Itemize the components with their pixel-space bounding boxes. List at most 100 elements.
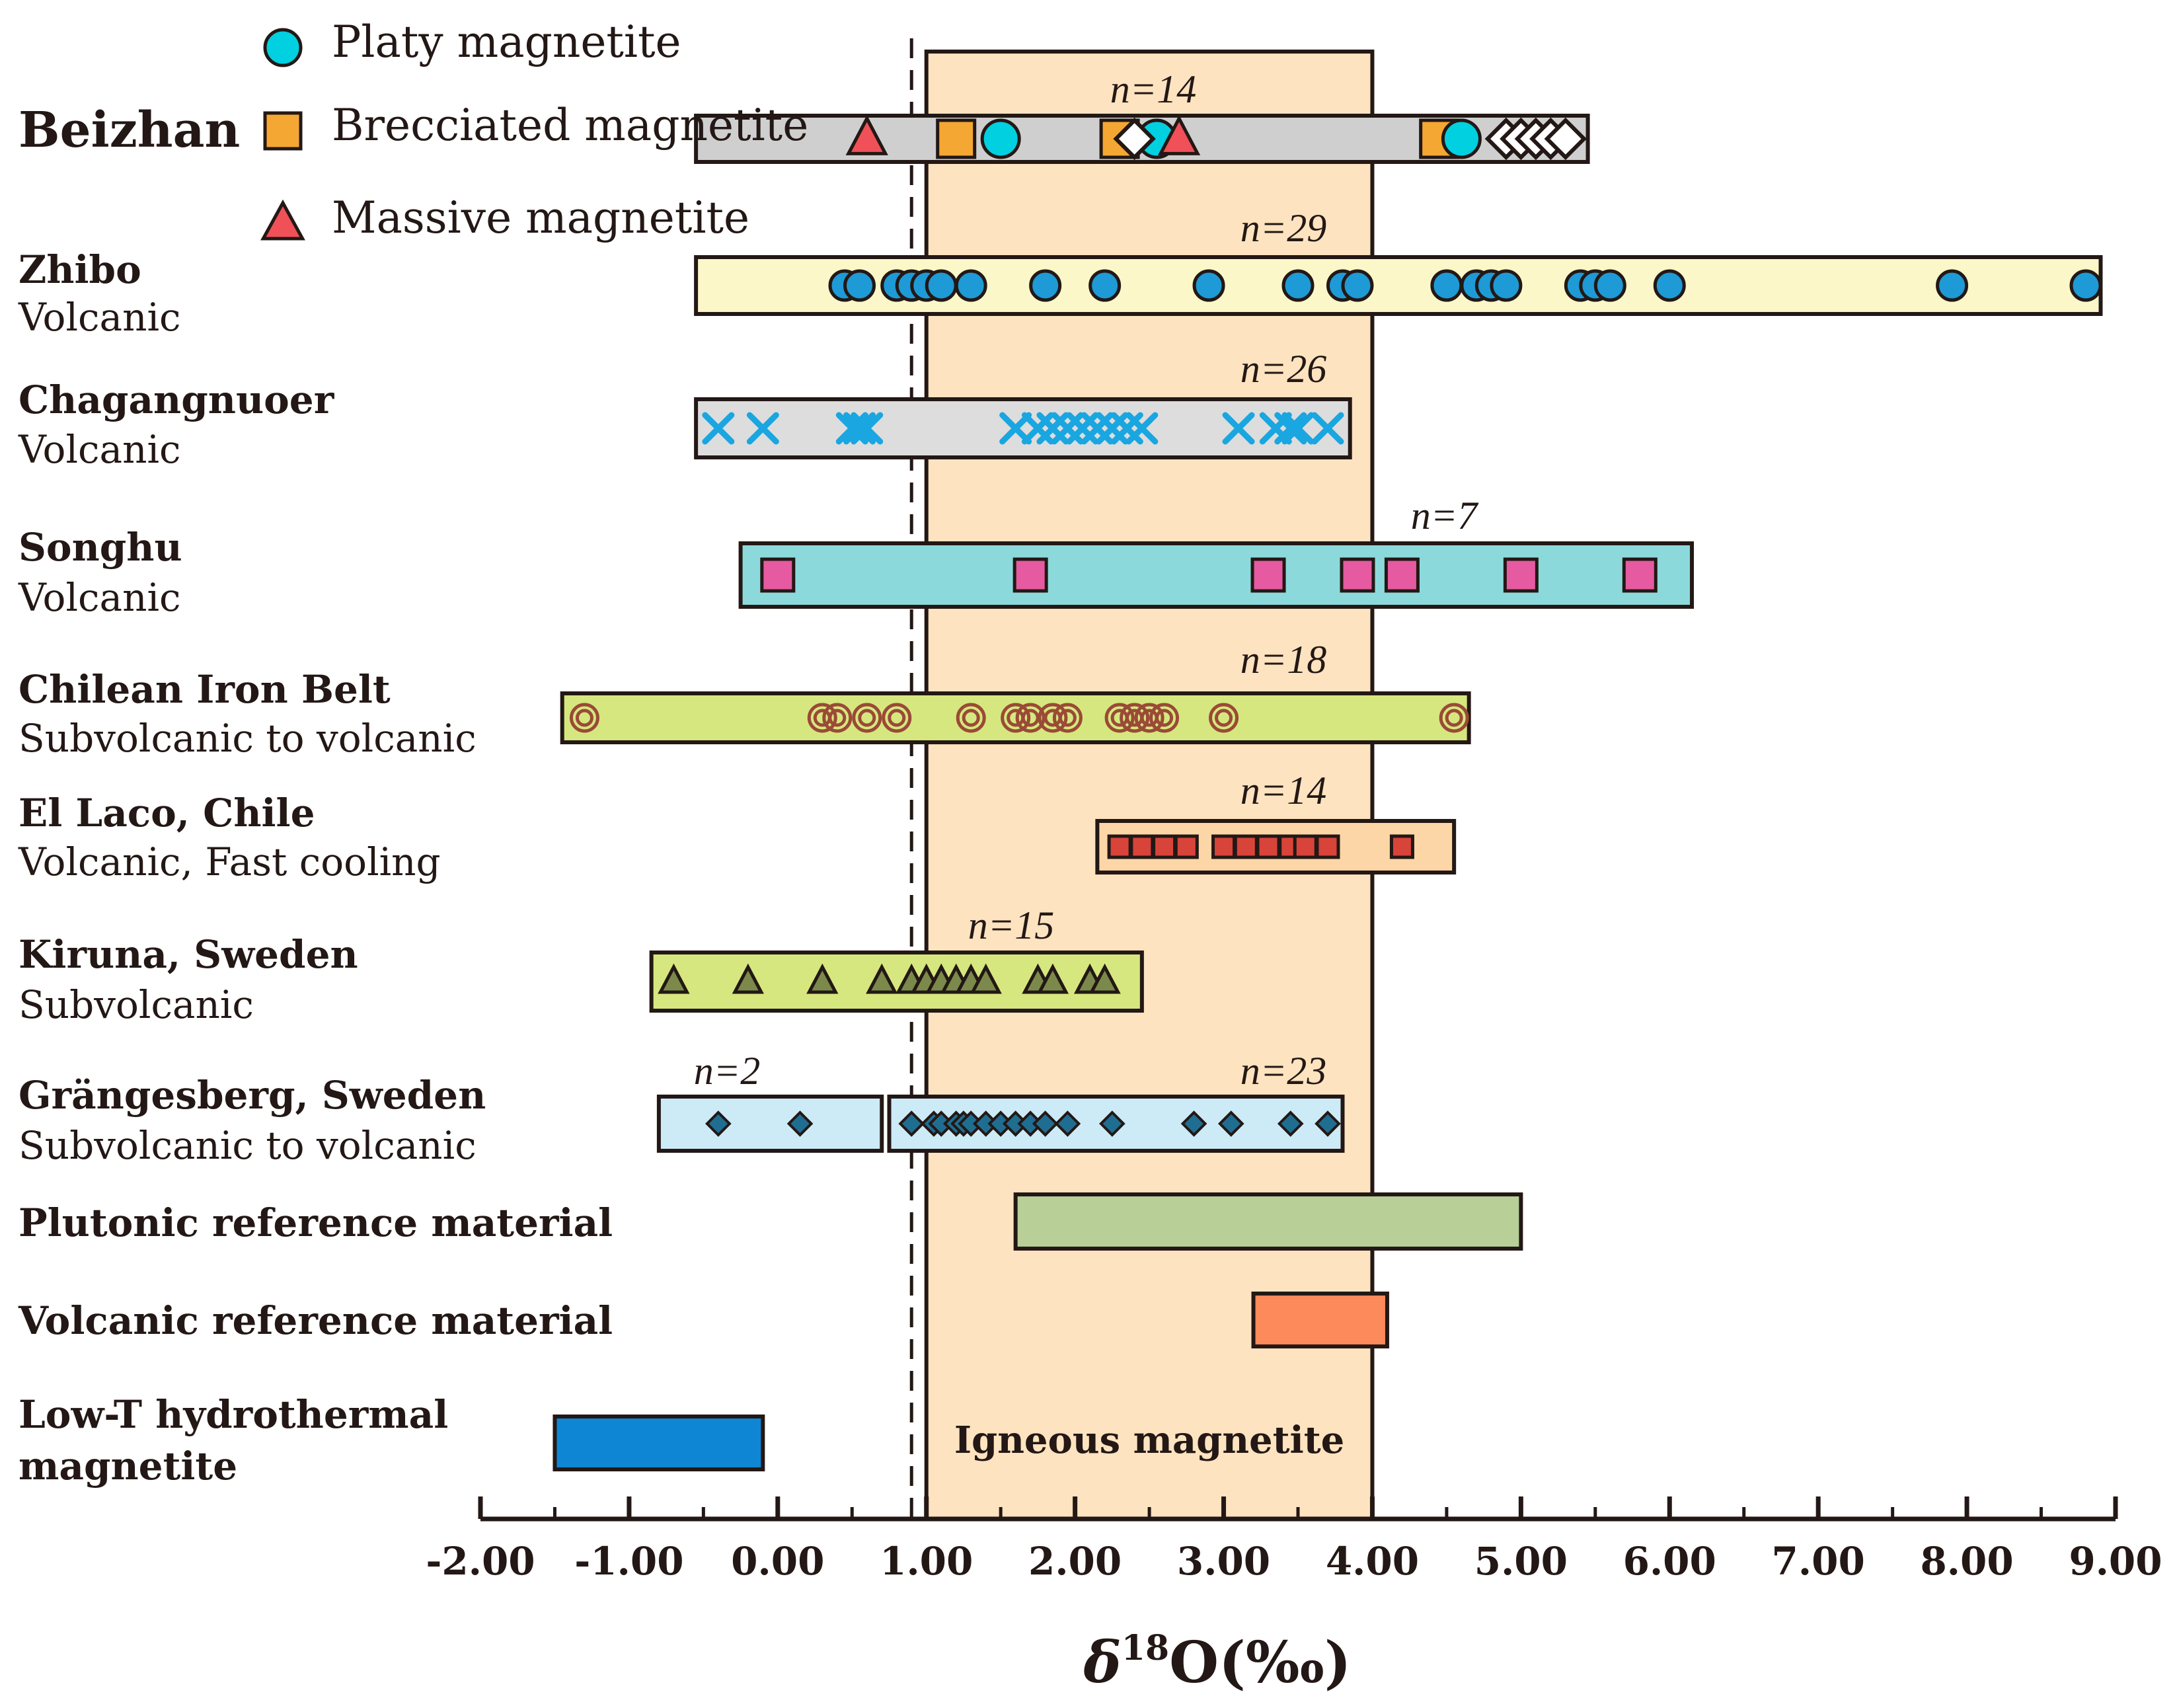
point-gr-ngesberg-sweden-b13 — [1180, 1110, 1207, 1137]
point-chagangnuoer-18-b — [1311, 412, 1344, 445]
point-chilean-iron-belt-13-inner — [1155, 709, 1174, 727]
point-chagangnuoer-17-b — [1281, 412, 1315, 445]
point-kiruna-sweden-2 — [806, 963, 839, 994]
point-beizhan-13 — [1544, 117, 1587, 161]
n-label-chilean-iron-belt: n=18 — [1240, 638, 1327, 681]
row-box-songhu — [738, 541, 1695, 609]
point-zhibo-12 — [1341, 269, 1374, 302]
point-chilean-iron-belt-15 — [1439, 703, 1469, 733]
point-chagangnuoer-0-b — [702, 412, 735, 445]
point-chilean-iron-belt-14 — [1209, 703, 1239, 733]
point-chilean-iron-belt-13 — [1149, 703, 1180, 733]
point-chilean-iron-belt-7-outer — [1015, 703, 1046, 733]
point-chagangnuoer-5-b — [999, 412, 1032, 445]
point-chilean-iron-belt-7 — [1015, 703, 1046, 733]
point-chilean-iron-belt-3 — [852, 703, 882, 733]
point-songhu-1 — [1012, 557, 1048, 593]
x-axis-title-sup: 18 — [1122, 1628, 1169, 1668]
point-beizhan-6 — [1157, 114, 1201, 155]
n-label-gr-ngesberg-sweden: n=2 — [694, 1049, 761, 1093]
point-el-laco-chile-3 — [1174, 834, 1199, 859]
point-zhibo-22 — [2069, 269, 2102, 302]
point-chilean-iron-belt-5-outer — [956, 703, 986, 733]
point-zhibo-20 — [1653, 269, 1686, 302]
point-beizhan-8 — [1441, 118, 1482, 159]
point-gr-ngesberg-sweden-0 — [705, 1110, 732, 1137]
point-songhu-6 — [1622, 557, 1658, 593]
point-chilean-iron-belt-11-outer — [1120, 703, 1150, 733]
point-chilean-iron-belt-5-inner — [962, 709, 980, 727]
point-chagangnuoer-5 — [999, 412, 1032, 445]
row-subtitle-gr-ngesberg-sweden: Subvolcanic to volcanic — [19, 1123, 477, 1168]
point-chagangnuoer-18 — [1311, 412, 1344, 445]
row-box-volcanic-reference-material — [1251, 1292, 1389, 1348]
point-chilean-iron-belt-15-inner — [1445, 709, 1463, 727]
point-zhibo-13 — [1430, 269, 1463, 302]
point-chilean-iron-belt-9-inner — [1058, 709, 1077, 727]
point-chilean-iron-belt-9 — [1052, 703, 1083, 733]
point-chilean-iron-belt-7-inner — [1021, 709, 1040, 727]
row-name-gr-ngesberg-sweden: Grängesberg, Sweden — [19, 1073, 486, 1118]
row-subtitle-kiruna-sweden: Subvolcanic — [19, 982, 254, 1027]
row-subtitle-el-laco-chile: Volcanic, Fast cooling — [18, 839, 441, 884]
x-tick-label-4: 2.00 — [1028, 1539, 1122, 1584]
n-label-el-laco-chile: n=14 — [1240, 769, 1327, 812]
point-chagangnuoer-0 — [702, 412, 735, 445]
x-tick-label-11: 9.00 — [2069, 1539, 2162, 1584]
point-gr-ngesberg-sweden-b0 — [898, 1110, 925, 1137]
point-beizhan-2 — [980, 118, 1021, 159]
point-zhibo-6 — [954, 269, 987, 302]
point-songhu-0 — [760, 557, 796, 593]
point-chilean-iron-belt-4-inner — [888, 709, 906, 727]
point-chagangnuoer-4-b — [851, 412, 884, 445]
point-chilean-iron-belt-2 — [822, 703, 853, 733]
x-tick-label-8: 6.00 — [1623, 1539, 1716, 1584]
point-chilean-iron-belt-2-outer — [822, 703, 853, 733]
point-el-laco-chile-9 — [1315, 834, 1340, 859]
point-el-laco-chile-4 — [1211, 834, 1237, 859]
point-zhibo-5 — [925, 269, 958, 302]
legend-marker-massive — [260, 199, 305, 241]
point-gr-ngesberg-sweden-b11 — [1054, 1110, 1081, 1137]
point-gr-ngesberg-sweden-b15 — [1277, 1110, 1304, 1137]
point-chilean-iron-belt-0-outer — [569, 703, 599, 733]
point-chagangnuoer-14 — [1222, 412, 1255, 445]
x-axis-title-tail: O(‰) — [1169, 1629, 1351, 1696]
point-el-laco-chile-10 — [1389, 834, 1414, 859]
n-label-kiruna-sweden: n=15 — [968, 904, 1055, 947]
point-zhibo-21 — [1936, 269, 1969, 302]
n-label-songhu: n=7 — [1411, 494, 1479, 537]
point-chilean-iron-belt-4-outer — [882, 703, 912, 733]
row-subtitle-chagangnuoer: Volcanic — [18, 427, 180, 472]
point-zhibo-10 — [1281, 269, 1315, 302]
point-chilean-iron-belt-1-outer — [807, 703, 837, 733]
row-name-zhibo: Zhibo — [19, 247, 141, 292]
point-chilean-iron-belt-12-outer — [1134, 703, 1164, 733]
row-subtitle-zhibo: Volcanic — [18, 295, 180, 340]
point-chagangnuoer-13-b — [1126, 412, 1159, 445]
point-kiruna-sweden-1 — [732, 963, 764, 994]
row-name-beizhan: Beizhan — [19, 102, 240, 159]
row-name-songhu: Songhu — [19, 525, 182, 570]
row-subtitle-songhu: Volcanic — [18, 575, 180, 620]
point-chilean-iron-belt-0-inner — [575, 709, 593, 727]
n-label-beizhan: n=14 — [1110, 67, 1197, 111]
point-songhu-2 — [1250, 557, 1286, 593]
point-kiruna-sweden-3 — [866, 963, 898, 994]
point-zhibo-9 — [1192, 269, 1225, 302]
row-name-chagangnuoer: Chagangnuoer — [19, 377, 335, 422]
point-chilean-iron-belt-10-outer — [1104, 703, 1135, 733]
point-chagangnuoer-13 — [1126, 412, 1159, 445]
point-kiruna-sweden-9 — [970, 963, 1002, 994]
x-tick-label-7: 5.00 — [1474, 1539, 1568, 1584]
point-chagangnuoer-3 — [843, 412, 876, 445]
point-chagangnuoer-1-b — [746, 412, 779, 445]
point-beizhan-0 — [845, 114, 888, 155]
point-chagangnuoer-3-b — [843, 412, 876, 445]
point-chagangnuoer-17 — [1281, 412, 1315, 445]
legend-label-0: Platy magnetite — [332, 17, 681, 67]
point-chilean-iron-belt-2-inner — [828, 709, 847, 727]
point-zhibo-19 — [1593, 269, 1626, 302]
